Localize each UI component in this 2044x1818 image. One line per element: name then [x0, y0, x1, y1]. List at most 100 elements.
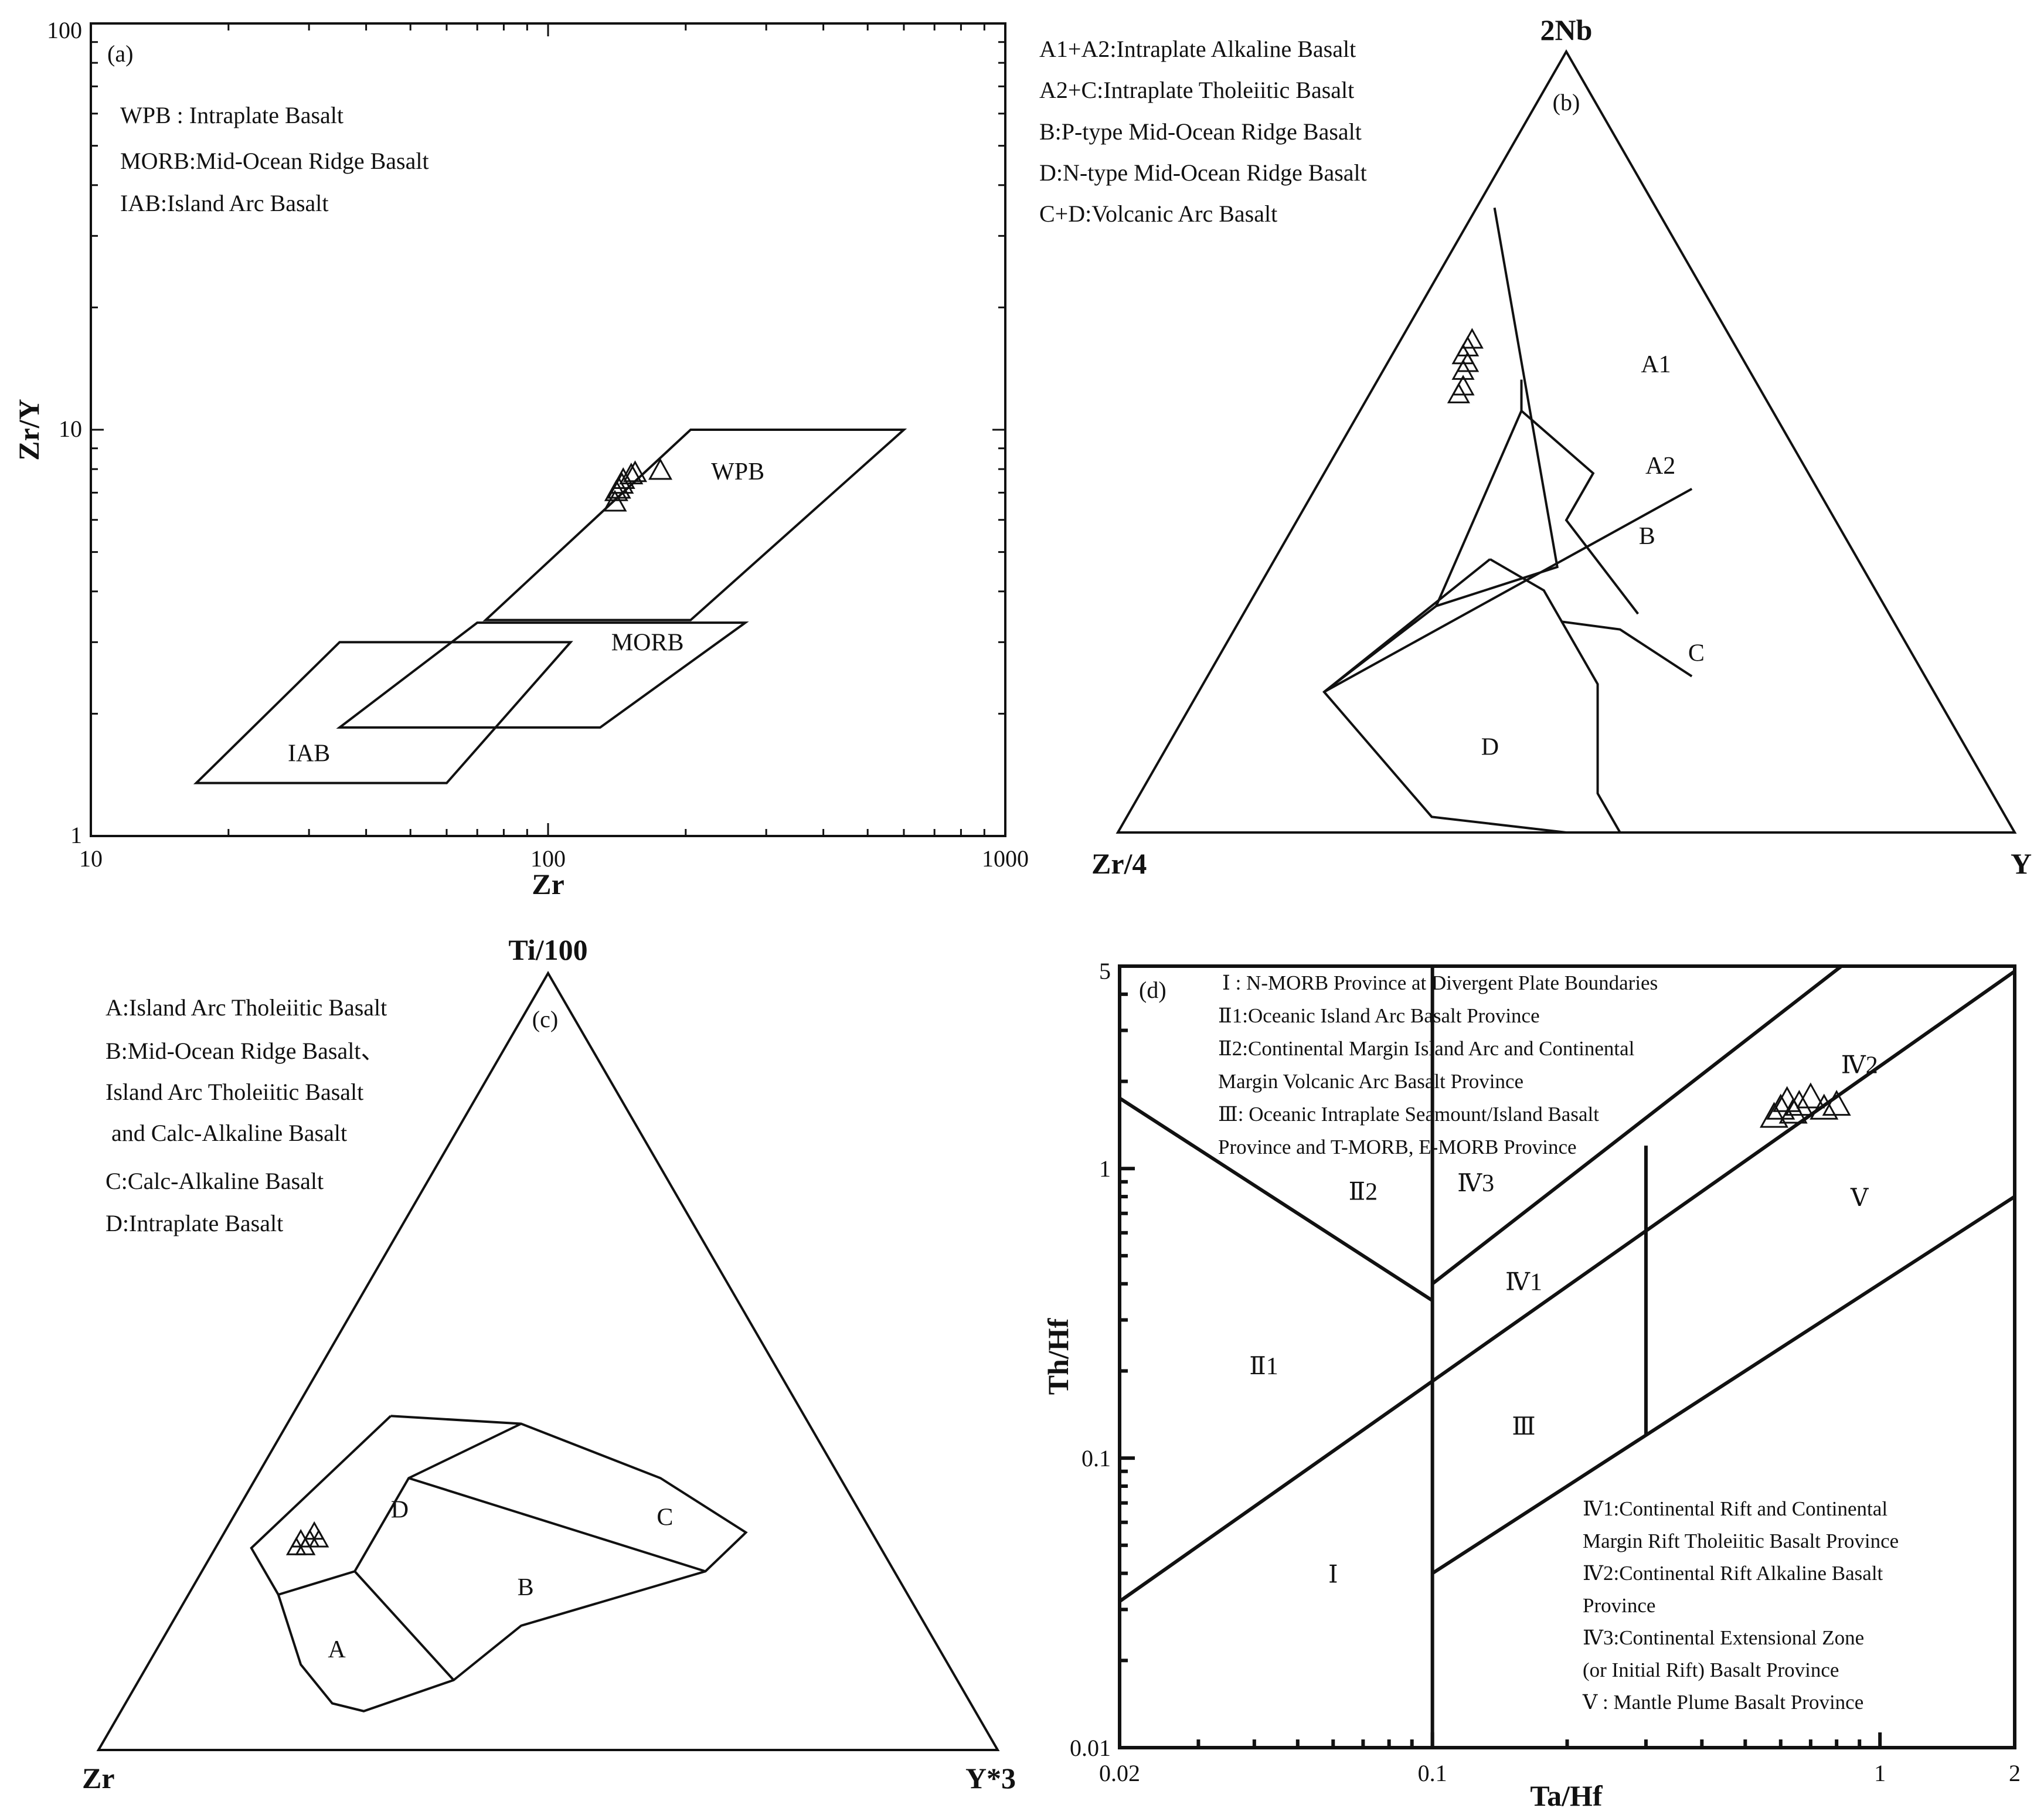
panel-d-x-tick-label: 1 — [1874, 1760, 1886, 1786]
panel-d-field-label: Ⅳ1 — [1505, 1269, 1542, 1296]
panel-d-legend-item: Ⅳ3:Continental Extensional Zone — [1583, 1626, 1864, 1649]
panel-d-data-point — [1784, 1089, 1814, 1116]
panel-d-legend-item: Ⅲ: Oceanic Intraplate Seamount/Island Ba… — [1218, 1103, 1599, 1126]
panel-d-data-point — [1766, 1093, 1795, 1120]
panel-a-data-point — [604, 479, 628, 501]
panel-d-tag: (d) — [1139, 977, 1166, 1003]
panel-c-legend-item: D:Intraplate Basalt — [106, 1210, 283, 1236]
panel-d-x-axis-label: Ta/Hf — [1530, 1779, 1603, 1812]
panel-d-data-point — [1810, 1093, 1839, 1120]
panel-b-top-vertex-label: 2Nb — [1540, 13, 1593, 46]
panel-d-y-tick-label: 0.1 — [1081, 1445, 1111, 1472]
panel-a-field-boundary — [336, 621, 749, 729]
panel-c-tag: (c) — [532, 1006, 558, 1032]
panel-a-legend: WPB : Intraplate Basalt MORB:Mid-Ocean R… — [120, 102, 429, 216]
panel-c-legend-item: Island Arc Tholeiitic Basalt — [106, 1079, 363, 1105]
panel-d-field-boundary — [1431, 1195, 2016, 1575]
panel-b-left-vertex-label: Zr/4 — [1091, 847, 1147, 880]
panel-c-field-boundary — [353, 1570, 455, 1681]
panel-d-field-label: Ⅳ2 — [1841, 1052, 1878, 1079]
panel-d-legend-top: Ⅰ : N-MORB Province at Divergent Plate B… — [1218, 971, 1658, 1158]
panel-a-field-boundary — [482, 429, 907, 621]
panel-a-points — [603, 458, 673, 512]
panel-b-data-point — [1451, 359, 1475, 380]
panel-a-x-tick-label: 1000 — [982, 845, 1029, 872]
panel-a-y-tick-label: 10 — [59, 416, 82, 442]
panel-a-data-point — [648, 458, 673, 480]
panel-c-left-vertex-label: Zr — [82, 1762, 115, 1795]
panel-b-field-boundary — [1521, 410, 1639, 615]
panel-d-legend-item: Province — [1583, 1594, 1655, 1617]
panel-d-x-tick-label: 2 — [2009, 1760, 2021, 1786]
panel-c-field-boundary — [408, 1477, 706, 1573]
panel-b-field-boundary — [1562, 620, 1693, 678]
panel-b-field-boundary — [1322, 208, 1567, 834]
panel-a-data-point — [611, 467, 635, 490]
panel-d-x-tick-label: 0.1 — [1418, 1760, 1447, 1786]
panel-a-x-tick-label: 100 — [530, 845, 566, 872]
panel-c-data-point — [308, 1528, 329, 1548]
panel-a-field-label: WPB — [711, 458, 764, 485]
panel-d-data-point — [1778, 1097, 1808, 1124]
panel-b-data-point — [1447, 382, 1470, 403]
panel-d-y-tick-label: 1 — [1099, 1156, 1111, 1182]
panel-b-legend-item: C+D:Volcanic Arc Basalt — [1039, 201, 1277, 227]
panel-d-legend-item: Province and T-MORB, E-MORB Province — [1218, 1136, 1577, 1158]
panel-a-data-point — [619, 463, 644, 485]
panel-c-top-vertex-label: Ti/100 — [508, 933, 587, 966]
panel-d-field-label: Ⅲ — [1512, 1413, 1536, 1440]
panel-b-field-label: D — [1481, 733, 1499, 760]
panel-c-legend-item: C:Calc-Alkaline Basalt — [106, 1168, 324, 1194]
panel-d-legend-item: Ⅱ1:Oceanic Island Arc Basalt Province — [1218, 1004, 1540, 1027]
panel-b-legend-item: B:P-type Mid-Ocean Ridge Basalt — [1039, 118, 1362, 145]
panel-b-field-label: C — [1688, 640, 1705, 667]
panel-c-field-boundary — [250, 1415, 748, 1712]
panel-a-field-boundary — [193, 641, 573, 784]
panel-d-y-tick-label: 0.01 — [1070, 1735, 1111, 1761]
panel-c-legend: A:Island Arc Tholeiitic Basalt B:Mid-Oce… — [106, 994, 387, 1236]
panel-c-points — [285, 1521, 329, 1555]
panel-a-field-label: MORB — [611, 629, 684, 656]
panel-b-legend-item: A2+C:Intraplate Tholeiitic Basalt — [1039, 77, 1354, 103]
panel-b-right-vertex-label: Y — [2011, 847, 2032, 880]
panel-d-field-boundary — [1431, 964, 1843, 1286]
panel-d-points — [1759, 1082, 1851, 1128]
panel-a-tag: (a) — [107, 40, 133, 67]
panel-a-legend-item: IAB:Island Arc Basalt — [120, 190, 329, 216]
panel-d-field-label: Ⅱ2 — [1349, 1179, 1378, 1206]
panel-d-field-boundary — [1118, 1096, 1434, 1302]
panel-d-field-label: Ⅰ — [1328, 1562, 1338, 1589]
panel-a-data-point — [623, 460, 648, 482]
panel-a-y-tick-label: 100 — [47, 17, 82, 43]
panel-a-x-tick-label: 10 — [79, 845, 103, 872]
panel-b-field-label: B — [1639, 523, 1655, 550]
panel-c-legend-item: and Calc-Alkaline Basalt — [106, 1120, 347, 1146]
panel-b-field-boundary — [1489, 558, 1621, 833]
panel-d-data-point — [1759, 1102, 1789, 1128]
panel-d-field-label: Ⅱ1 — [1249, 1353, 1278, 1380]
panel-a-y-axis-label: Zr/Y — [12, 399, 45, 461]
panel-d-legend-item: Margin Rift Tholeiitic Basalt Province — [1583, 1530, 1899, 1552]
panel-d-legend-item: Margin Volcanic Arc Basalt Province — [1218, 1070, 1523, 1093]
panel-c-triangle — [96, 971, 1000, 1751]
panel-c-field-label: A — [328, 1636, 346, 1663]
panel-b-legend-item: A1+A2:Intraplate Alkaline Basalt — [1039, 36, 1356, 62]
panel-d-data-point — [1796, 1082, 1825, 1109]
panel-c-field-label: C — [657, 1504, 673, 1531]
panel-b-points — [1447, 328, 1484, 403]
panel-a-x-axis-label: Zr — [532, 868, 564, 900]
panel-a-field-label: IAB — [288, 740, 330, 767]
panel-d-field-boundary — [1118, 970, 2016, 1603]
panel-d-field-label: Ⅴ — [1850, 1185, 1869, 1212]
panel-d-legend-item: Ⅳ2:Continental Rift Alkaline Basalt — [1583, 1562, 1883, 1585]
panel-d-legend-item: Ⅴ : Mantle Plume Basalt Province — [1582, 1691, 1863, 1714]
panel-b-field-label: A1 — [1641, 351, 1671, 378]
panel-d-legend-item: (or Initial Rift) Basalt Province — [1583, 1659, 1839, 1681]
